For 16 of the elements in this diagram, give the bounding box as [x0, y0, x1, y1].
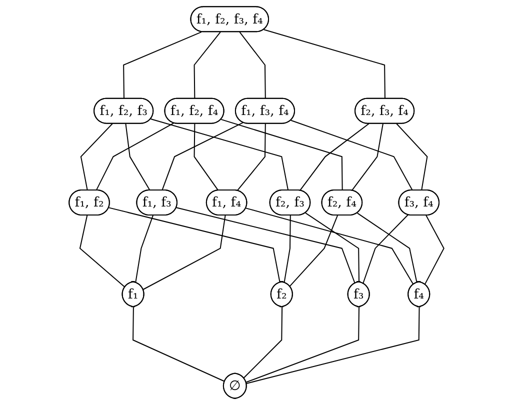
oval-node: f₂, f₃	[269, 190, 311, 216]
oval-node: f₃	[347, 281, 370, 308]
oval-node: f₁, f₄	[206, 190, 248, 216]
oval-node: f₁, f₂	[68, 190, 110, 216]
oval-node: f₁, f₃	[136, 190, 178, 216]
oval-node: f₄	[408, 281, 430, 308]
oval-node: f₂, f₄	[321, 190, 363, 216]
oval-node: f₁	[122, 281, 144, 308]
oval-node: f₃, f₄	[398, 190, 440, 216]
oval-node: f₂	[270, 281, 293, 308]
oval-node: ∅	[222, 372, 247, 399]
oval-node: f₂, f₃, f₄	[354, 98, 415, 124]
oval-node: f₁, f₃, f₄	[234, 98, 295, 124]
oval-node: f₁, f₂, f₃	[94, 98, 154, 124]
oval-node: f₁, f₂, f₄	[164, 98, 224, 124]
oval-node: f₁, f₂, f₃, f₄	[190, 6, 270, 32]
